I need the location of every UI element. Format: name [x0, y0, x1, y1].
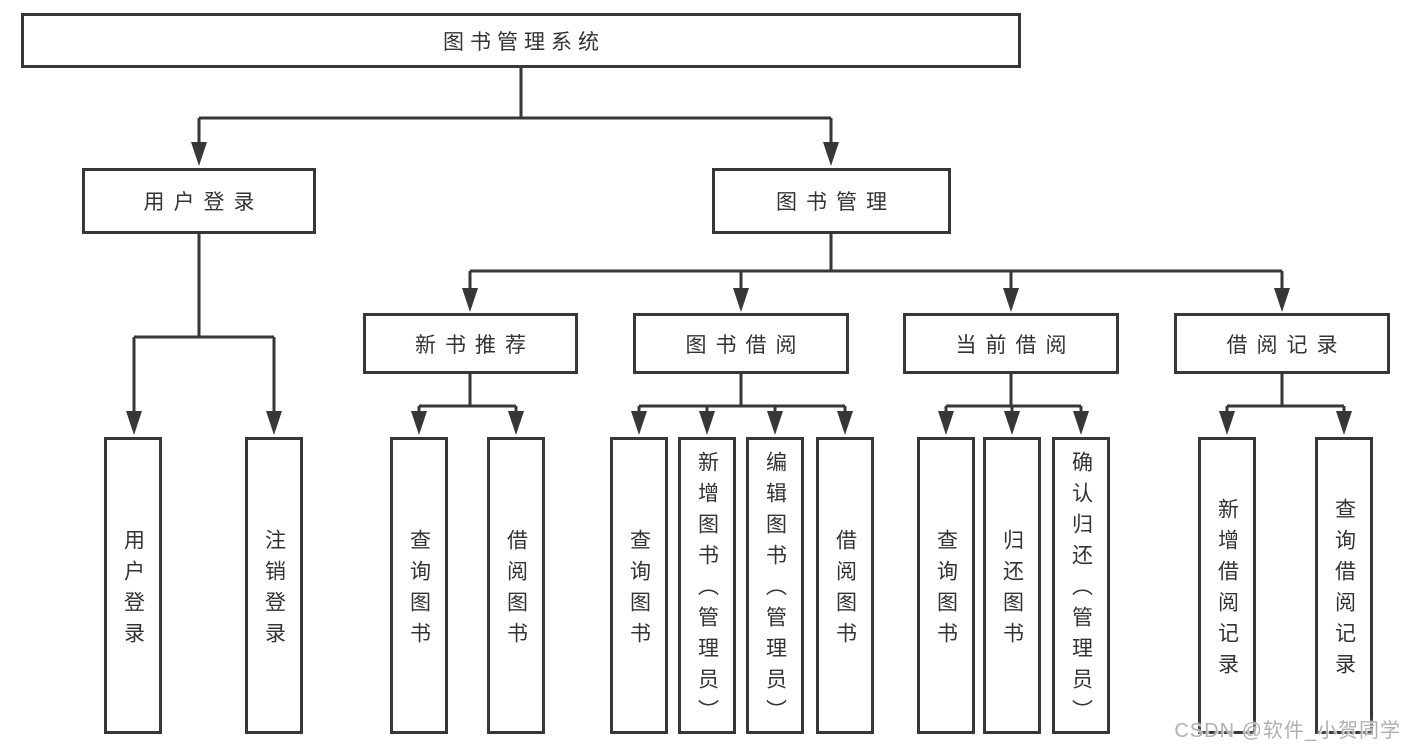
- leaf-user-login: 用户登录: [104, 437, 162, 734]
- node-label: 编辑图书（管理员）: [763, 451, 787, 730]
- arrowhead: [1336, 411, 1352, 435]
- connector-root-to-level2: [191, 68, 839, 166]
- arrowhead: [823, 142, 839, 166]
- node-label: 查询图书: [934, 528, 958, 653]
- arrowhead: [411, 411, 427, 435]
- arrowhead: [837, 411, 853, 435]
- node-label: 注销登录: [262, 528, 286, 653]
- leaf-logout: 注销登录: [245, 437, 303, 734]
- node-label: 新增借阅记录: [1215, 497, 1239, 684]
- node-label: 借阅图书: [833, 528, 857, 653]
- arrowhead: [462, 288, 478, 312]
- node-label: 图书管理: [776, 191, 896, 214]
- node-label: 图书管理系统: [443, 30, 605, 54]
- leaf-bb-query-book: 查询图书: [610, 437, 668, 734]
- arrowhead: [767, 411, 783, 435]
- arrowhead: [1003, 288, 1019, 312]
- leaf-br-query-record: 查询借阅记录: [1315, 437, 1373, 734]
- node-label: 查询图书: [627, 528, 651, 653]
- connector-currentborrow-leaves: [938, 374, 1089, 435]
- connector-userlogin-leaves: [126, 234, 282, 435]
- node-label: 借阅图书: [504, 528, 528, 653]
- arrowhead: [1004, 411, 1020, 435]
- csdn-watermark: CSDN @软件_小贺同学: [1174, 720, 1401, 742]
- leaf-cb-query-book: 查询图书: [917, 437, 975, 734]
- leaf-bb-add-book-admin: 新增图书（管理员）: [678, 437, 736, 734]
- node-label: 确认归还（管理员）: [1069, 451, 1093, 730]
- arrowhead: [1073, 411, 1089, 435]
- node-label: 图书借阅: [685, 333, 806, 357]
- node-borrowing-records: 借阅记录: [1174, 313, 1390, 374]
- arrowhead: [126, 411, 142, 435]
- node-user-login: 用户登录: [82, 168, 316, 234]
- arrowhead: [1219, 411, 1235, 435]
- node-book-management: 图书管理: [712, 168, 951, 234]
- node-label: 归还图书: [1000, 528, 1024, 653]
- arrowhead: [938, 411, 954, 435]
- connector-newbookrec-leaves: [411, 374, 524, 435]
- node-label: 用户登录: [121, 528, 145, 653]
- node-label: 借阅记录: [1226, 333, 1347, 357]
- node-label: 当前借阅: [955, 333, 1076, 357]
- leaf-cb-return-book: 归还图书: [983, 437, 1041, 734]
- connector-bookborrow-leaves: [631, 374, 853, 435]
- leaf-bb-edit-book-admin: 编辑图书（管理员）: [746, 437, 804, 734]
- node-label: 用户登录: [143, 191, 264, 214]
- node-label: 查询借阅记录: [1332, 497, 1356, 684]
- leaf-bb-borrow-book: 借阅图书: [816, 437, 874, 734]
- node-current-borrowing: 当前借阅: [903, 313, 1119, 374]
- leaf-cb-confirm-return-admin: 确认归还（管理员）: [1052, 437, 1110, 734]
- node-label: 查询图书: [407, 528, 431, 653]
- arrowhead: [699, 411, 715, 435]
- leaf-rec-borrow-book: 借阅图书: [487, 437, 545, 734]
- node-library-system: 图书管理系统: [21, 13, 1021, 68]
- connector-bookmgmt-to-level3: [462, 234, 1290, 312]
- arrowhead: [508, 411, 524, 435]
- arrowhead: [266, 411, 282, 435]
- connector-borrowrecords-leaves: [1219, 374, 1352, 435]
- arrowhead: [1274, 288, 1290, 312]
- node-book-borrowing: 图书借阅: [633, 313, 849, 374]
- arrowhead: [631, 411, 647, 435]
- arrowhead: [191, 142, 207, 166]
- node-new-book-recommendation: 新书推荐: [363, 313, 578, 374]
- node-label: 新增图书（管理员）: [695, 451, 719, 730]
- arrowhead: [733, 288, 749, 312]
- node-label: 新书推荐: [415, 333, 535, 357]
- leaf-rec-query-book: 查询图书: [390, 437, 448, 734]
- leaf-br-add-record: 新增借阅记录: [1198, 437, 1256, 734]
